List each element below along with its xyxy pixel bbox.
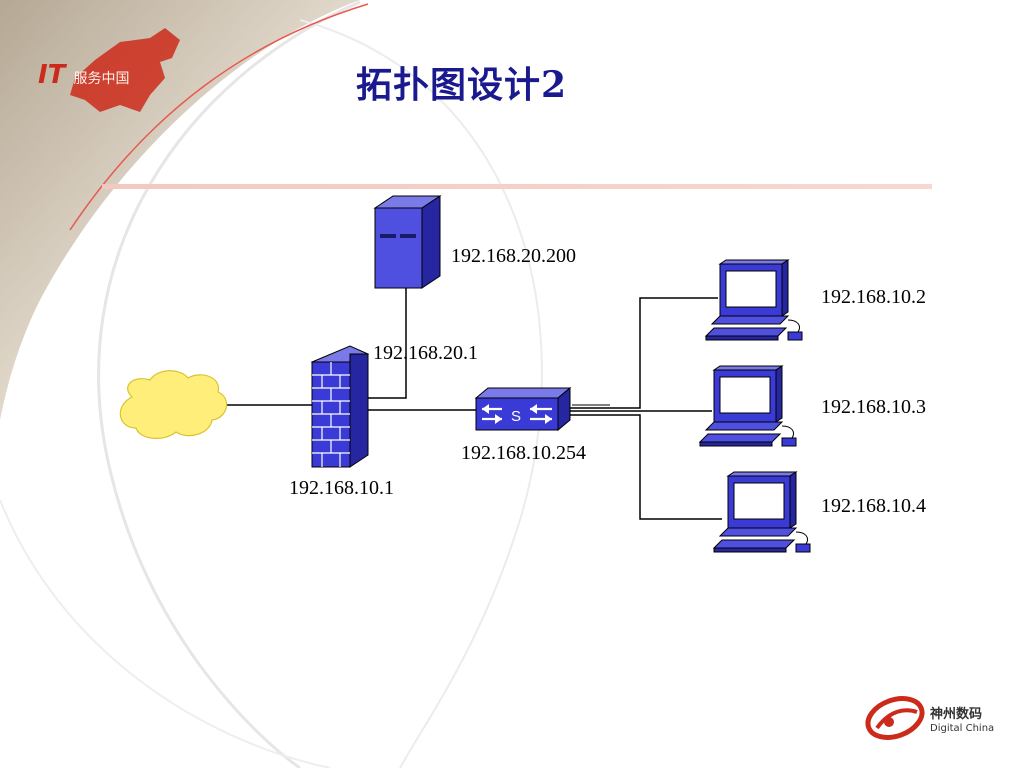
- firewall-icon: [310, 345, 370, 468]
- pc3-icon: [712, 471, 811, 553]
- pc3-ip-label: 192.168.10.4: [821, 495, 926, 517]
- pc1-icon: [704, 259, 803, 341]
- link-switch-pc1: [570, 297, 718, 409]
- arc-decoration-3: [0, 499, 331, 768]
- china-map-decoration: [70, 28, 180, 112]
- digital-china-logo: 神州数码 Digital China: [930, 707, 995, 734]
- it-service-logo: IT 服务中国: [38, 60, 129, 90]
- digital-china-logo-icon: [865, 696, 925, 740]
- pc2-ip-label: 192.168.10.3: [821, 396, 926, 418]
- firewall-dmz-ip-label: 192.168.20.1: [373, 342, 478, 364]
- logo-en-text: Digital China: [930, 722, 995, 734]
- server-icon: [373, 195, 442, 289]
- switch-label: S: [511, 408, 521, 425]
- logo-cn-text: 神州数码: [930, 707, 983, 722]
- pc1-ip-label: 192.168.10.2: [821, 286, 926, 308]
- page-title: 拓扑图设计2: [356, 64, 568, 106]
- corner-photo-decoration: [0, 0, 360, 420]
- it-logo-text: 服务中国: [73, 71, 130, 87]
- it-logo-mark: IT: [38, 60, 66, 90]
- arc-decoration-1: [97, 0, 361, 768]
- pc2-icon: [698, 365, 797, 447]
- title-separator-line: [102, 184, 932, 189]
- link-switch-pc3: [570, 414, 722, 520]
- link-firewall-server: [368, 288, 407, 399]
- firewall-lan-ip-label: 192.168.10.1: [289, 477, 394, 499]
- switch-ip-label: 192.168.10.254: [461, 442, 586, 464]
- switch-icon: S: [474, 386, 572, 432]
- server-ip-label: 192.168.20.200: [451, 245, 576, 267]
- internet-cloud-icon: [119, 370, 228, 439]
